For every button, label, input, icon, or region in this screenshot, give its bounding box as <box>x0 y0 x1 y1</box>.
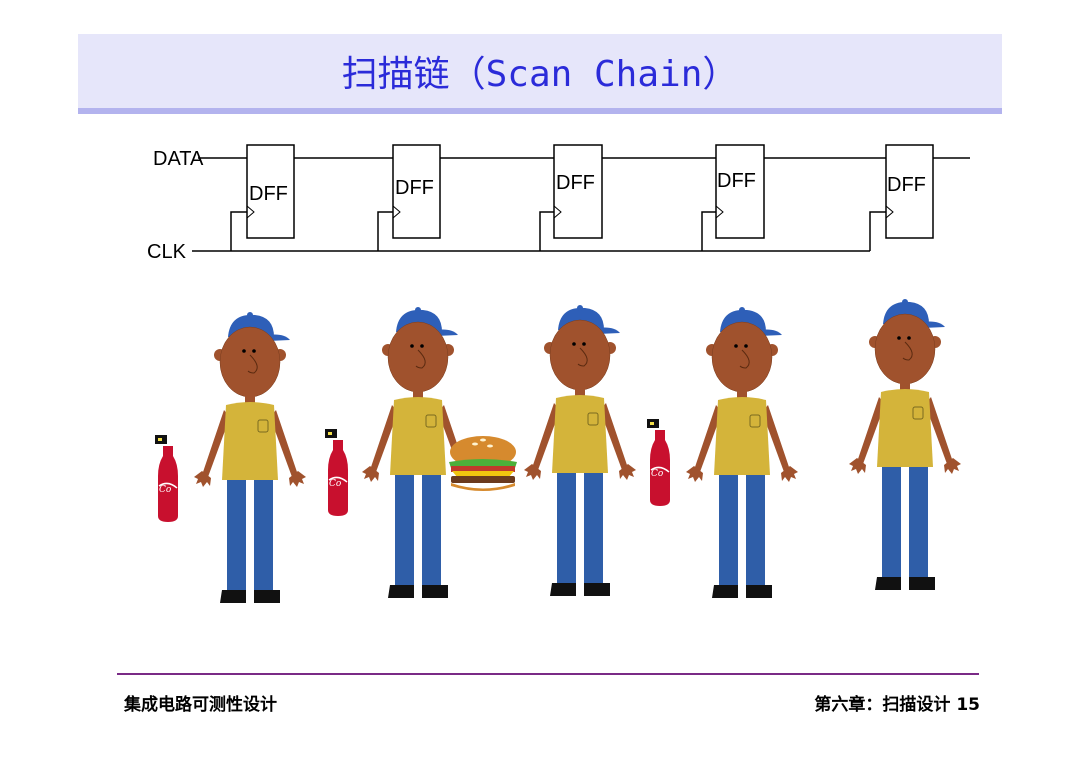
footer-course-title: 集成电路可测性设计 <box>124 695 277 715</box>
dff-5: DFF <box>885 144 934 239</box>
page-title: 扫描链（Scan Chain） <box>341 54 739 95</box>
dff-2: DFF <box>392 144 441 239</box>
dff-5-label: DFF <box>887 174 926 196</box>
person-3 <box>523 304 637 597</box>
person-5 <box>848 298 962 591</box>
cola-bottle-2 <box>324 428 349 517</box>
footer-divider <box>117 673 979 675</box>
title-bar: 扫描链（Scan Chain） <box>78 34 1002 114</box>
scan-chain-wires <box>192 157 970 252</box>
dff-1-label: DFF <box>249 183 288 205</box>
cola-bottle-1 <box>154 434 179 523</box>
person-4 <box>685 306 799 599</box>
dff-1: DFF <box>246 144 295 239</box>
dff-3: DFF <box>553 144 603 239</box>
hamburger <box>449 436 517 491</box>
person-1 <box>193 311 307 604</box>
footer-chapter-page: 第六章：扫描设计 15 <box>814 695 980 715</box>
clk-label: CLK <box>147 241 187 263</box>
dff-3-label: DFF <box>556 172 595 194</box>
data-label: DATA <box>153 148 204 170</box>
dff-2-label: DFF <box>395 177 434 199</box>
dff-4-label: DFF <box>717 170 756 192</box>
dff-4: DFF <box>715 144 765 239</box>
cola-bottle-3 <box>646 418 671 507</box>
